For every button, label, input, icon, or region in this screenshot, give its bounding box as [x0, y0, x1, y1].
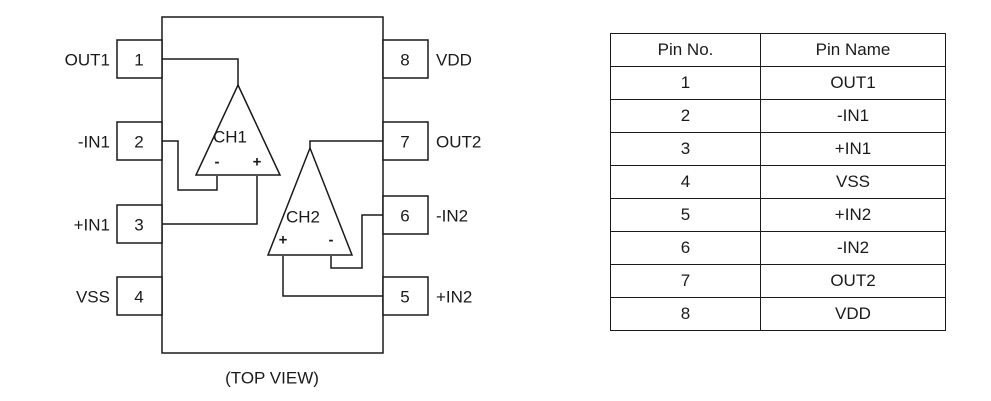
pin-name-cell: -IN2: [760, 231, 946, 265]
opamp-ch1-triangle: [194, 83, 282, 176]
pin-number-6: 6: [400, 207, 409, 226]
pin-name-cell: OUT2: [760, 264, 946, 298]
ch1-minus-sign: -: [215, 154, 220, 171]
pinout-svg: CH1 - + CH2 + - 1 2 3 4 8 7 6 5: [65, 16, 481, 388]
pin-name-cell: +IN1: [760, 132, 946, 166]
pin-no-cell: 8: [610, 297, 761, 331]
pin-no-cell: 5: [610, 198, 761, 232]
pin-name-cell: VDD: [760, 297, 946, 331]
pin-number-7: 7: [400, 133, 409, 152]
table-row: 5 +IN2: [610, 198, 946, 232]
pin-label-vss: VSS: [76, 288, 110, 307]
pin-label-vdd: VDD: [436, 51, 472, 70]
pin-number-3: 3: [134, 216, 143, 235]
table-row: 4 VSS: [610, 165, 946, 199]
pin-name-cell: +IN2: [760, 198, 946, 232]
pin-no-cell: 1: [610, 66, 761, 100]
pin-number-5: 5: [400, 288, 409, 307]
pin-number-1: 1: [134, 51, 143, 70]
pin-box-6: [382, 195, 429, 235]
ic-package-diagram: CH1 - + CH2 + - 1 2 3 4 8 7 6 5: [65, 16, 481, 388]
pin-no-cell: 7: [610, 264, 761, 298]
pin-number-2: 2: [134, 133, 143, 152]
ch2-minus-sign: -: [329, 232, 334, 249]
pin-box-5: [382, 276, 429, 316]
pin-box-4: [116, 276, 163, 316]
pin-name-cell: OUT1: [760, 66, 946, 100]
pin-number-4: 4: [134, 288, 143, 307]
wire-neg-in2: [330, 214, 383, 269]
pin-label-pos-in2: +IN2: [436, 288, 472, 307]
pin-label-neg-in2: -IN2: [436, 207, 468, 226]
ch2-plus-sign: +: [279, 232, 288, 249]
table-row: 3 +IN1: [610, 132, 946, 166]
pin-box-2: [116, 121, 163, 161]
wire-out1: [162, 58, 239, 86]
wire-neg-in1: [162, 140, 218, 191]
pin-box-1: [116, 39, 163, 79]
header-pin-no: Pin No.: [610, 33, 761, 67]
pin-label-pos-in1: +IN1: [74, 216, 110, 235]
pin-no-cell: 4: [610, 165, 761, 199]
pin-label-out2: OUT2: [436, 133, 481, 152]
pin-box-3: [116, 204, 163, 244]
pin-name-cell: VSS: [760, 165, 946, 199]
table-row: 7 OUT2: [610, 264, 946, 298]
ic-body: [161, 16, 384, 354]
opamp-ch1-label: CH1: [213, 128, 247, 147]
header-pin-name: Pin Name: [760, 33, 946, 67]
table-row: 6 -IN2: [610, 231, 946, 265]
table-row: 1 OUT1: [610, 66, 946, 100]
top-view-caption: (TOP VIEW): [225, 369, 319, 388]
pin-label-out1: OUT1: [65, 51, 110, 70]
table-row: 8 VDD: [610, 297, 946, 331]
pin-number-8: 8: [400, 51, 409, 70]
table-row: 2 -IN1: [610, 99, 946, 133]
opamp-ch2-label: CH2: [286, 208, 320, 227]
ch1-plus-sign: +: [253, 154, 262, 171]
pin-label-neg-in1: -IN1: [78, 133, 110, 152]
pin-name-cell: -IN1: [760, 99, 946, 133]
opamp-ch2-triangle: [266, 145, 354, 256]
pin-box-8: [382, 39, 429, 79]
wire-pos-in2: [282, 256, 383, 297]
pin-no-cell: 3: [610, 132, 761, 166]
pin-assignment-table: Pin No. Pin Name 1 OUT1 2 -IN1 3 +IN1 4 …: [610, 33, 946, 331]
pin-no-cell: 6: [610, 231, 761, 265]
pin-no-cell: 2: [610, 99, 761, 133]
table-header-row: Pin No. Pin Name: [610, 33, 946, 67]
wire-pos-in1: [162, 176, 258, 225]
pin-box-7: [382, 121, 429, 161]
